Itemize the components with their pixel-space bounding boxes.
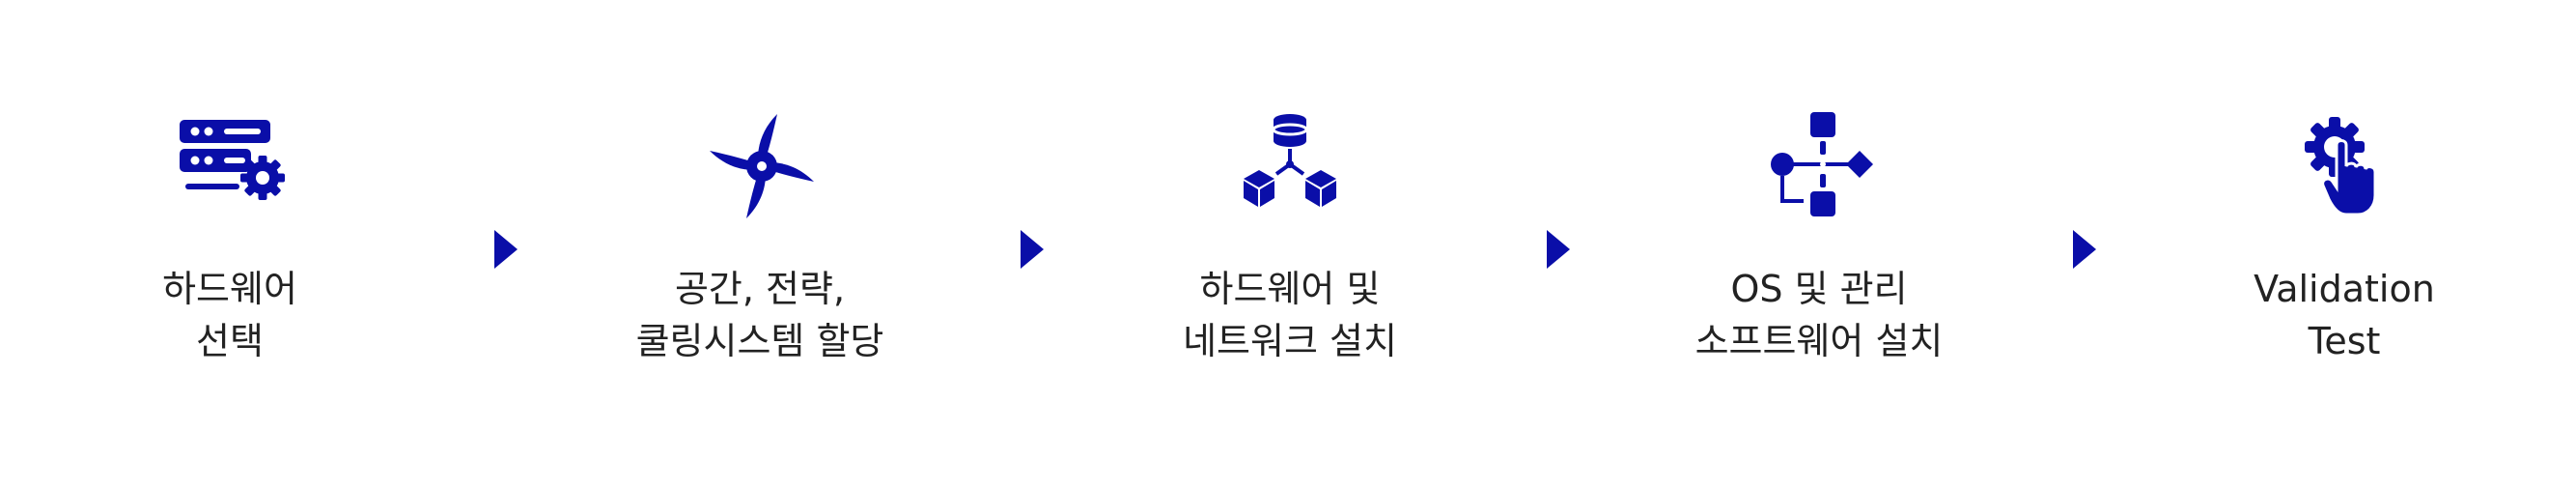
step-hardware-selection: 하드웨어 선택	[37, 106, 423, 367]
step-label-line-1: 하드웨어	[162, 268, 297, 310]
arrow-right-icon	[2073, 230, 2096, 269]
step-label-line-2: 네트워크 설치	[1183, 320, 1397, 362]
step-label-line-1: OS 및 관리	[1730, 268, 1908, 310]
arrow-right-icon	[1021, 230, 1044, 269]
step-space-cooling: 공간, 전략, 쿨링시스템 할당	[567, 106, 953, 367]
server-gear-icon	[172, 106, 288, 222]
step-os-software-install: OS 및 관리 소프트웨어 설치	[1626, 106, 2012, 367]
step-label-line-2: 선택	[196, 320, 264, 362]
step-label-line-1: 공간, 전략,	[674, 268, 846, 310]
arrow-right-icon	[494, 230, 518, 269]
gear-pointer-icon	[2286, 106, 2402, 222]
step-hardware-network-install: 하드웨어 및 네트워크 설치	[1097, 106, 1483, 367]
step-label: 공간, 전략, 쿨링시스템 할당	[567, 263, 953, 367]
step-label: 하드웨어 및 네트워크 설치	[1097, 263, 1483, 367]
step-label-line-2: 쿨링시스템 할당	[635, 320, 884, 362]
step-validation-test: Validation Test	[2151, 106, 2537, 367]
step-label-line-1: 하드웨어 및	[1199, 268, 1381, 310]
cooling-fan-icon	[702, 106, 818, 222]
network-nodes-icon	[1232, 106, 1348, 222]
step-label: 하드웨어 선택	[37, 263, 423, 367]
arrow-right-icon	[1547, 230, 1570, 269]
step-label-line-1: Validation	[2254, 268, 2435, 310]
step-label: Validation Test	[2151, 263, 2537, 367]
flowchart-icon	[1761, 106, 1877, 222]
step-label-line-2: 소프트웨어 설치	[1694, 320, 1944, 362]
step-label-line-2: Test	[2308, 320, 2381, 362]
step-label: OS 및 관리 소프트웨어 설치	[1626, 263, 2012, 367]
